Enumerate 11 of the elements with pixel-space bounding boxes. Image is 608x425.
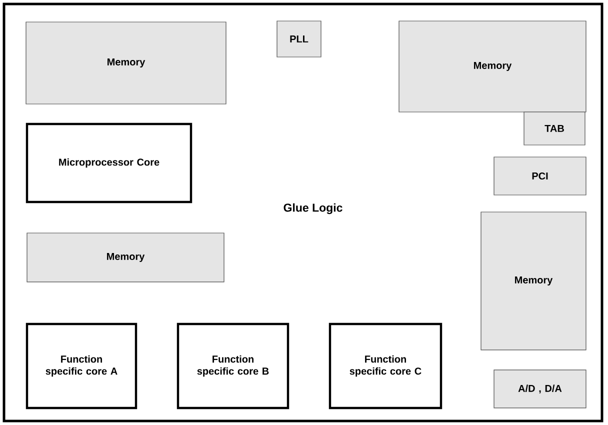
memory-box: Memory: [26, 232, 224, 282]
memory-box: Memory: [26, 22, 226, 104]
core-box: Microprocessor Core: [26, 122, 192, 204]
memory-box: A/D , D/A: [494, 370, 586, 408]
memory-box: TAB: [524, 112, 586, 146]
core-box: Function specific core B: [176, 322, 290, 410]
memory-box: PLL: [276, 20, 322, 58]
core-box: Function specific core C: [328, 322, 442, 410]
memory-box: Memory: [480, 212, 586, 350]
memory-box: PCI: [494, 156, 586, 196]
core-box: Function specific core A: [26, 322, 138, 410]
